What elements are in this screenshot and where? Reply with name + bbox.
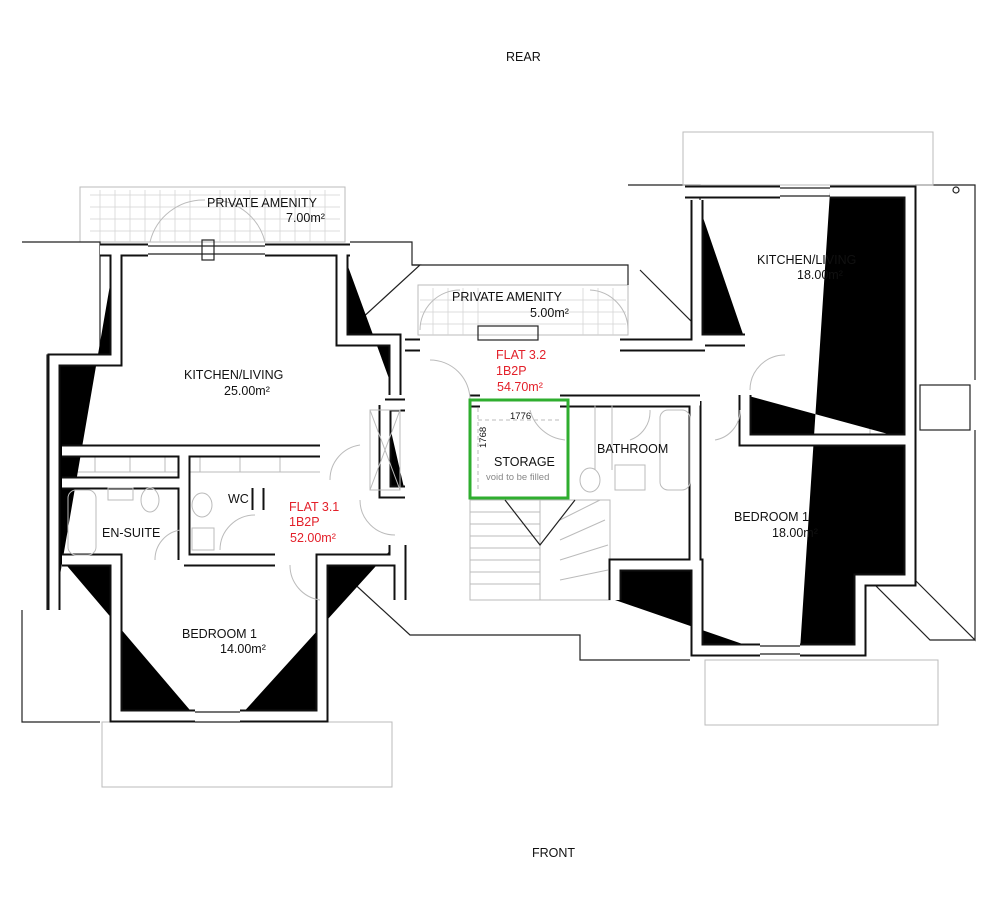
kitchen-left-area: 25.00m² [224, 384, 270, 398]
bathroom-label: BATHROOM [597, 442, 669, 456]
wc-label: WC [228, 492, 249, 506]
flat-3-2-name: FLAT 3.2 [496, 348, 547, 362]
ensuite-label: EN-SUITE [102, 526, 161, 540]
amenity-left-label: PRIVATE AMENITY [207, 196, 317, 210]
bedroom-left-area: 14.00m² [220, 642, 266, 656]
kitchen-right-label: KITCHEN/LIVING [757, 253, 857, 267]
storage-depth-dimension: 1768 [478, 426, 489, 448]
flat-3-1-type: 1B2P [289, 515, 320, 529]
kitchen-right-area: 18.00m² [797, 268, 843, 282]
amenity-left-area: 7.00m² [286, 211, 325, 225]
orientation-front-label: FRONT [532, 846, 576, 860]
storage-outline [468, 398, 570, 500]
roof-outlines [21, 131, 976, 788]
staircase [469, 499, 611, 601]
amenity-right-area: 5.00m² [530, 306, 569, 320]
doors [149, 199, 786, 601]
kitchen-left-label: KITCHEN/LIVING [184, 368, 284, 382]
sanitary-fixtures [67, 409, 691, 556]
storage-width-dimension: 1776 [510, 411, 532, 422]
bedroom-right-area: 18.00m² [772, 526, 818, 540]
bedroom-left-label: BEDROOM 1 [182, 627, 258, 641]
windows [148, 187, 830, 723]
flat-3-2-type: 1B2P [496, 364, 527, 378]
amenity-right-label: PRIVATE AMENITY [452, 290, 562, 304]
orientation-rear-label: REAR [506, 50, 541, 64]
storage-note: void to be filled [486, 472, 550, 483]
storage-label: STORAGE [494, 455, 555, 469]
amenity-left-paving [79, 186, 346, 243]
walls [54, 192, 910, 716]
bedroom-right-label: BEDROOM 1 [734, 510, 810, 524]
amenity-right-paving [417, 284, 629, 336]
flat-3-1-name: FLAT 3.1 [289, 500, 340, 514]
flat-3-1-area: 52.00m² [290, 531, 336, 545]
flat-3-2-area: 54.70m² [497, 380, 543, 394]
